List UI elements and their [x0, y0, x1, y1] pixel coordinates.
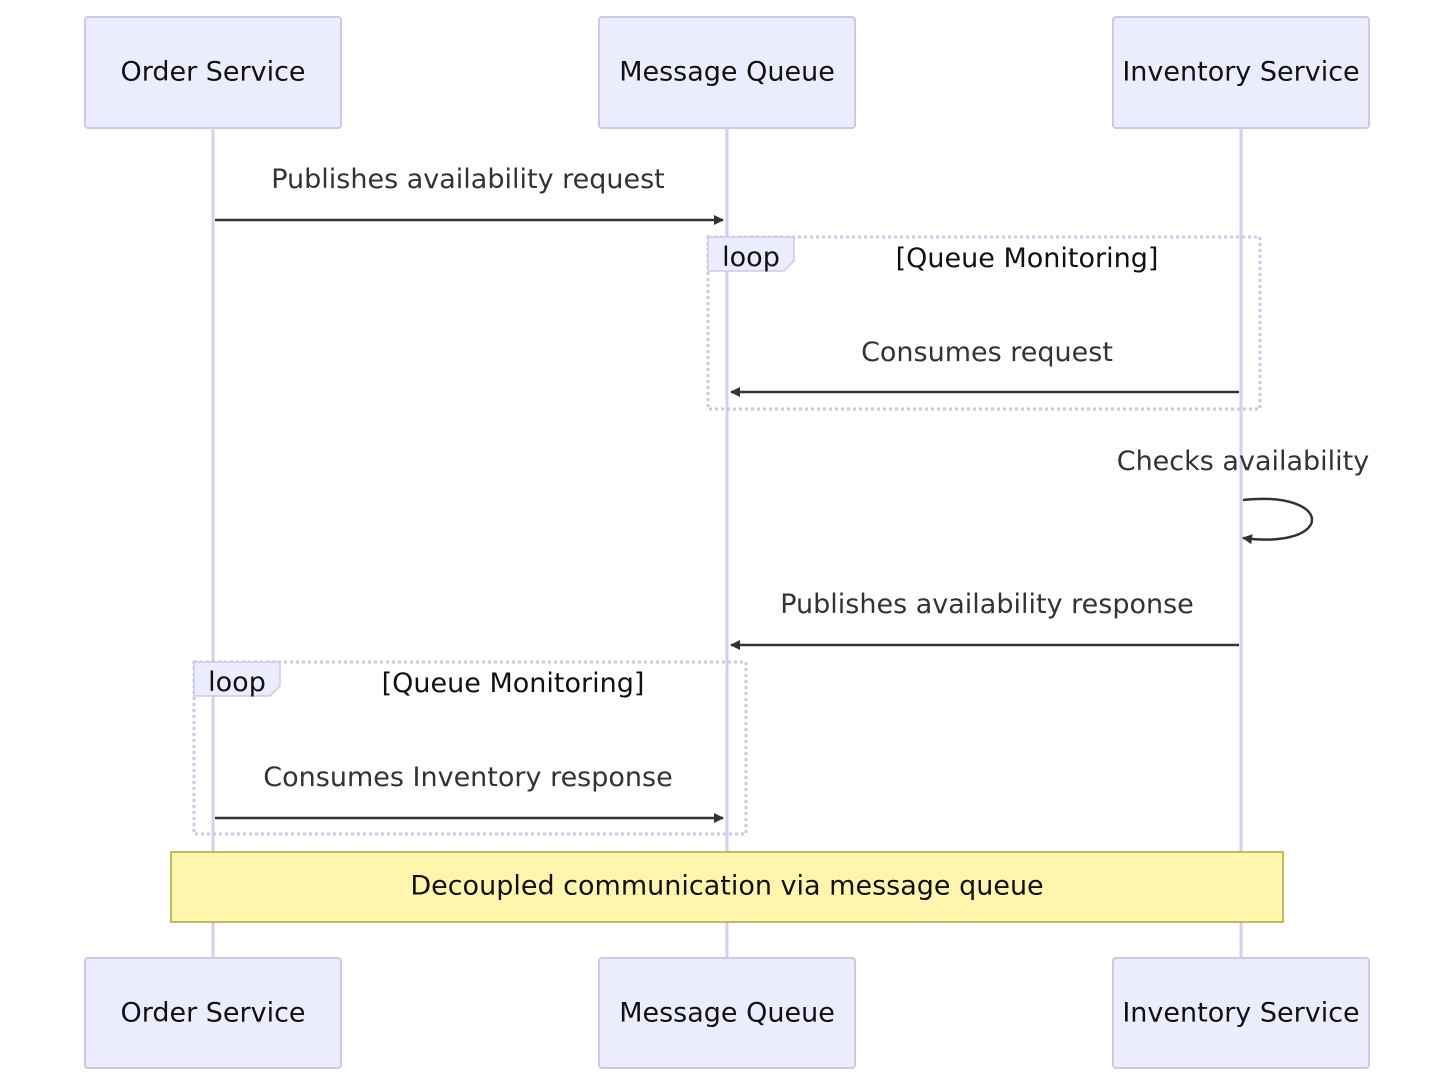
message-label-check-availability: Checks availability: [1117, 446, 1370, 477]
message-label-publish-response: Publishes availability response: [780, 589, 1194, 620]
actor-label: Inventory Service: [1122, 57, 1359, 88]
loop-condition: [Queue Monitoring]: [896, 243, 1159, 274]
loop-condition: [Queue Monitoring]: [382, 668, 645, 699]
actor-inventory-service-bottom: Inventory Service: [1112, 957, 1370, 1069]
actor-inventory-service-top: Inventory Service: [1112, 16, 1370, 129]
actor-label: Order Service: [120, 998, 305, 1029]
message-label-consume-request: Consumes request: [861, 337, 1113, 368]
message-arrow-check-availability: [1242, 497, 1314, 545]
loop-keyword: loop: [208, 667, 266, 698]
note-box: Decoupled communication via message queu…: [170, 851, 1284, 923]
actor-label: Inventory Service: [1122, 998, 1359, 1029]
message-label-publish-request: Publishes availability request: [271, 164, 665, 195]
actor-label: Message Queue: [619, 998, 835, 1029]
loop-keyword: loop: [722, 242, 780, 273]
actor-order-service-top: Order Service: [84, 16, 342, 129]
actor-message-queue-bottom: Message Queue: [598, 957, 856, 1069]
actor-label: Order Service: [120, 57, 305, 88]
actor-message-queue-top: Message Queue: [598, 16, 856, 129]
loop-frame-first: loop [Queue Monitoring]: [706, 235, 1262, 411]
note-text: Decoupled communication via message queu…: [410, 871, 1043, 902]
actor-order-service-bottom: Order Service: [84, 957, 342, 1069]
actor-label: Message Queue: [619, 57, 835, 88]
loop-frame-second: loop [Queue Monitoring]: [192, 660, 748, 836]
message-label-consume-response: Consumes Inventory response: [263, 762, 672, 793]
